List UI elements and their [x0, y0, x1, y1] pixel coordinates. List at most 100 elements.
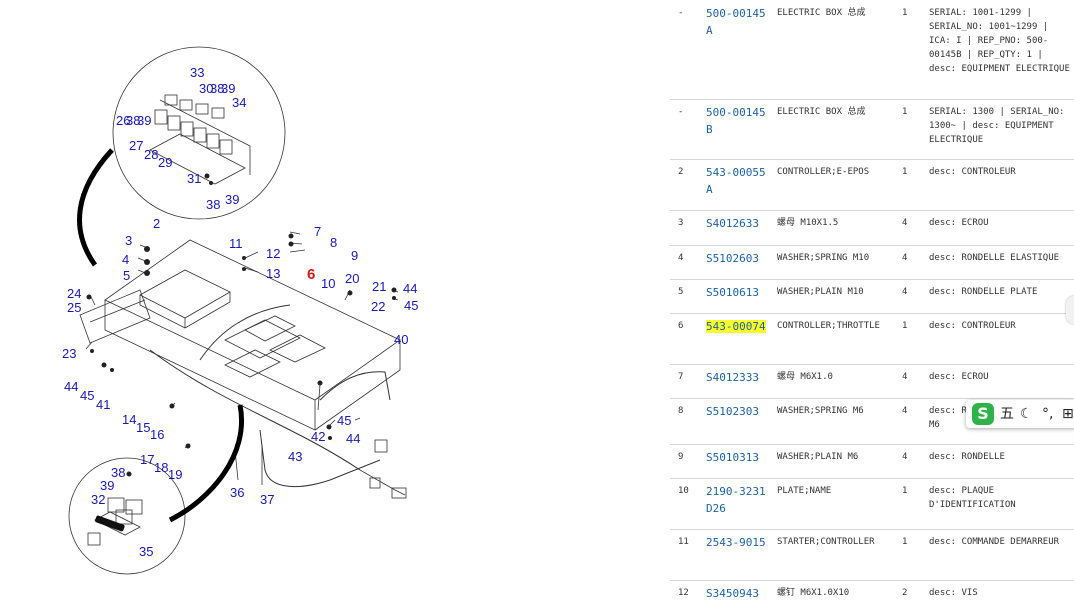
callout-28[interactable]: 28 [144, 147, 159, 162]
item-number: 7 [678, 372, 684, 382]
part-number-link[interactable]: 543-00074 [706, 318, 768, 335]
part-number-text[interactable]: 500-00145A [706, 7, 766, 37]
part-number-link[interactable]: S5010313 [706, 449, 768, 466]
callout-41[interactable]: 41 [96, 397, 111, 412]
callout-33[interactable]: 33 [190, 65, 205, 80]
part-name: STARTER;CONTROLLER [777, 537, 875, 547]
callout-11[interactable]: 11 [229, 236, 243, 251]
part-number-link[interactable]: 500-00145A [706, 5, 768, 39]
part-number-text[interactable]: 500-00145B [706, 106, 766, 136]
callout-44[interactable]: 44 [346, 431, 361, 446]
callout-38[interactable]: 38 [126, 113, 141, 128]
callout-20[interactable]: 20 [345, 271, 360, 286]
callout-13[interactable]: 13 [266, 266, 281, 281]
callout-45[interactable]: 45 [404, 298, 419, 313]
callout-43[interactable]: 43 [288, 449, 303, 464]
callout-44[interactable]: 44 [403, 281, 418, 296]
quantity: 4 [902, 253, 908, 263]
part-number-link[interactable]: S4012333 [706, 369, 768, 386]
part-number-link[interactable]: 2190-3231D26 [706, 483, 768, 517]
part-number-link[interactable]: S3450943 [706, 585, 768, 602]
part-name: WASHER;SPRING M10 [777, 253, 870, 263]
quantity: 4 [902, 372, 908, 382]
callout-27[interactable]: 27 [129, 138, 144, 153]
callout-6[interactable]: 6 [307, 266, 316, 283]
part-number-text[interactable]: 2190-3231D26 [706, 485, 766, 515]
part-number-link[interactable]: S5102603 [706, 250, 768, 267]
callout-12[interactable]: 12 [266, 246, 281, 261]
callout-45[interactable]: 45 [337, 413, 352, 428]
item-number: 2 [678, 167, 684, 177]
callout-36[interactable]: 36 [230, 485, 245, 500]
part-number-text[interactable]: S5010613 [706, 286, 759, 299]
scroll-handle[interactable] [1066, 296, 1074, 324]
ime-mode-label[interactable]: 五 [1000, 406, 1014, 422]
callout-14[interactable]: 14 [122, 412, 137, 427]
moon-icon[interactable]: ☾ [1020, 406, 1033, 422]
ime-toolbar[interactable]: S 五 ☾ °, ⊞ [966, 400, 1074, 428]
part-number-text[interactable]: S5102603 [706, 252, 759, 265]
callout-30[interactable]: 30 [199, 81, 214, 96]
keyboard-icon[interactable]: ⊞ [1062, 406, 1074, 422]
part-number-link[interactable]: 2543-9015 [706, 534, 768, 551]
callout-34[interactable]: 34 [232, 95, 247, 110]
callout-44[interactable]: 44 [64, 379, 79, 394]
callout-22[interactable]: 22 [371, 299, 386, 314]
callout-32[interactable]: 32 [91, 492, 106, 507]
part-number-text[interactable]: S3450943 [706, 587, 759, 600]
callout-26[interactable]: 26 [116, 113, 131, 128]
punctuation-toggle[interactable]: °, [1042, 406, 1054, 422]
part-number-link[interactable]: 543-00055A [706, 164, 768, 198]
callout-35[interactable]: 35 [139, 544, 154, 559]
callout-45[interactable]: 45 [80, 388, 95, 403]
part-number-link[interactable]: S4012633 [706, 215, 768, 232]
callout-5[interactable]: 5 [123, 268, 131, 283]
callout-39[interactable]: 39 [225, 192, 240, 207]
callout-37[interactable]: 37 [260, 492, 275, 507]
callout-39[interactable]: 39 [221, 81, 236, 96]
callout-40[interactable]: 40 [394, 332, 409, 347]
callout-2[interactable]: 2 [153, 216, 161, 231]
part-number-link[interactable]: 500-00145B [706, 104, 768, 138]
callout-18[interactable]: 18 [154, 460, 169, 475]
callout-15[interactable]: 15 [136, 420, 151, 435]
callout-4[interactable]: 4 [122, 252, 130, 267]
callout-8[interactable]: 8 [330, 235, 338, 250]
part-number-text[interactable]: S4012333 [706, 371, 759, 384]
callout-38[interactable]: 38 [210, 81, 225, 96]
callout-16[interactable]: 16 [150, 427, 165, 442]
callout-29[interactable]: 29 [158, 155, 173, 170]
callout-3[interactable]: 3 [125, 233, 133, 248]
callout-39[interactable]: 39 [100, 478, 115, 493]
part-number-text[interactable]: 543-00074 [706, 320, 766, 333]
quantity: 4 [902, 406, 908, 416]
callout-42[interactable]: 42 [311, 429, 326, 444]
callout-21[interactable]: 21 [372, 279, 387, 294]
callout-24[interactable]: 24 [67, 286, 82, 301]
callout-19[interactable]: 19 [168, 467, 183, 482]
callout-38[interactable]: 38 [111, 465, 126, 480]
callout-7[interactable]: 7 [314, 224, 322, 239]
callout-9[interactable]: 9 [351, 248, 359, 263]
callout-39[interactable]: 39 [137, 113, 152, 128]
part-number-link[interactable]: S5102303 [706, 403, 768, 420]
callout-31[interactable]: 31 [187, 171, 202, 186]
part-number-text[interactable]: S4012633 [706, 217, 759, 230]
part-number-text[interactable]: 543-00055A [706, 166, 766, 196]
part-number-text[interactable]: S5010313 [706, 451, 759, 464]
callout-23[interactable]: 23 [62, 346, 77, 361]
remarks: desc: ECROU [929, 218, 989, 228]
part-number-text[interactable]: S5102303 [706, 405, 759, 418]
sogou-logo-icon[interactable]: S [972, 403, 994, 425]
callout-10[interactable]: 10 [321, 276, 336, 291]
quantity: 4 [902, 452, 908, 462]
item-number: 12 [678, 588, 689, 598]
part-number-link[interactable]: S5010613 [706, 284, 768, 301]
part-number-text[interactable]: 2543-9015 [706, 536, 766, 549]
part-name: 螺钉 M6X1.0X10 [777, 588, 850, 598]
callout-25[interactable]: 25 [67, 300, 82, 315]
callout-17[interactable]: 17 [140, 452, 155, 467]
callout-38[interactable]: 38 [206, 197, 221, 212]
